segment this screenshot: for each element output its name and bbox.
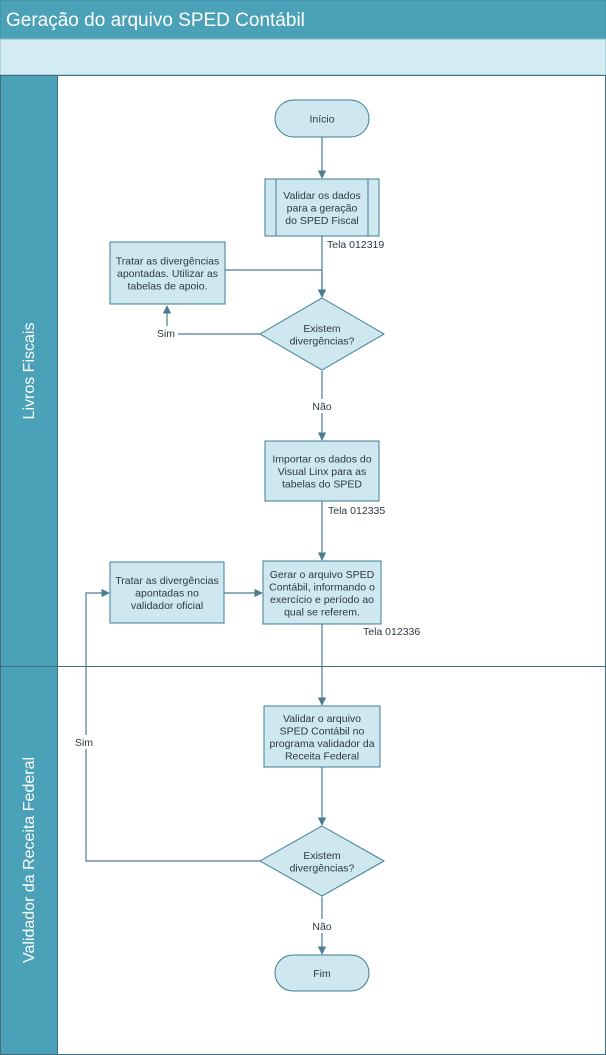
title-bar: Geração do arquivo SPED Contábil xyxy=(0,0,606,40)
note-tela-012335: Tela 012335 xyxy=(328,505,385,517)
edge-label-nao-2: Não xyxy=(312,921,331,933)
note-tela-012319: Tela 012319 xyxy=(327,239,384,251)
node-label-line: validador oficial xyxy=(131,600,203,612)
edge-tratar1-decision1 xyxy=(225,269,327,298)
node-label-line: Validar os dados xyxy=(283,190,360,202)
node-label-line: SPED Contábil no xyxy=(280,725,365,737)
node-label-line: Início xyxy=(309,114,334,126)
node-label-line: Existem xyxy=(303,323,341,335)
node-label-line: para a geração xyxy=(287,203,358,215)
node-inicio-label: Início xyxy=(309,114,334,126)
decision-diamond-2 xyxy=(258,825,386,897)
process-tratar1 xyxy=(109,241,226,305)
process-validar-subprocess xyxy=(264,178,380,237)
node-label-line: apontadas no xyxy=(135,588,199,600)
node-fim: Fim xyxy=(274,954,370,992)
edge-label-nao-1-group: Não xyxy=(309,399,335,413)
node-label-line: Gerar o arquivo SPED xyxy=(270,569,375,581)
process-validar-arquivo xyxy=(263,705,381,768)
node-fim-label: Fim xyxy=(313,968,331,980)
node-label-line: divergências? xyxy=(290,335,355,347)
node-label-line: do SPED Fiscal xyxy=(285,215,359,227)
node-label-line: tabelas do SPED xyxy=(282,479,362,491)
process-importar xyxy=(264,440,380,502)
terminator-start xyxy=(274,99,370,138)
note-tela-012336: Tela 012336 xyxy=(363,626,420,638)
terminator-end xyxy=(274,954,370,992)
process-gerar xyxy=(262,560,382,625)
lane-label-validador: Validador da Receita Federal xyxy=(21,757,38,963)
lane-header-validador xyxy=(0,666,58,1055)
node-label-line: divergências? xyxy=(290,862,355,874)
node-label-line: programa validador da xyxy=(269,738,374,750)
node-label-line: Importar os dados do xyxy=(272,454,371,466)
lane-label-livros-fiscais: Livros Fiscais xyxy=(21,323,38,420)
decision-diamond-1 xyxy=(259,297,385,371)
edge-label-nao-2-group: Não xyxy=(309,919,335,933)
edge-label-sim-2-group: Sim xyxy=(72,735,98,749)
node-label-line: Fim xyxy=(313,968,331,980)
node-label-line: Validar o arquivo xyxy=(283,713,361,725)
node-label-line: Tratar as divergências xyxy=(115,575,219,587)
node-label-line: Existem xyxy=(303,850,341,862)
edge-label-sim-2: Sim xyxy=(75,737,93,749)
subheader-band xyxy=(0,38,606,76)
edge-label-nao-1: Não xyxy=(312,401,331,413)
node-label-line: Tratar as divergências xyxy=(116,256,220,268)
node-label-line: exercício e período ao xyxy=(270,594,374,606)
edge-label-sim-1-group: Sim xyxy=(154,326,178,340)
node-label-line: apontadas. Utilizar as xyxy=(117,268,218,280)
node-label-line: Receita Federal xyxy=(285,750,359,762)
node-label-line: Contábil, informando o xyxy=(269,581,375,593)
node-inicio: Início xyxy=(274,99,370,138)
lane-header-livros-fiscais xyxy=(0,75,58,667)
node-label-line: tabelas de apoio. xyxy=(128,281,208,293)
process-tratar2 xyxy=(109,561,225,624)
node-label-line: Visual Linx para as xyxy=(278,466,367,478)
node-label-line: qual se referem. xyxy=(284,606,360,618)
edge-label-sim-1: Sim xyxy=(157,328,175,340)
diagram-title: Geração do arquivo SPED Contábil xyxy=(6,10,305,31)
edge-decision2-tratar2 xyxy=(85,588,260,862)
